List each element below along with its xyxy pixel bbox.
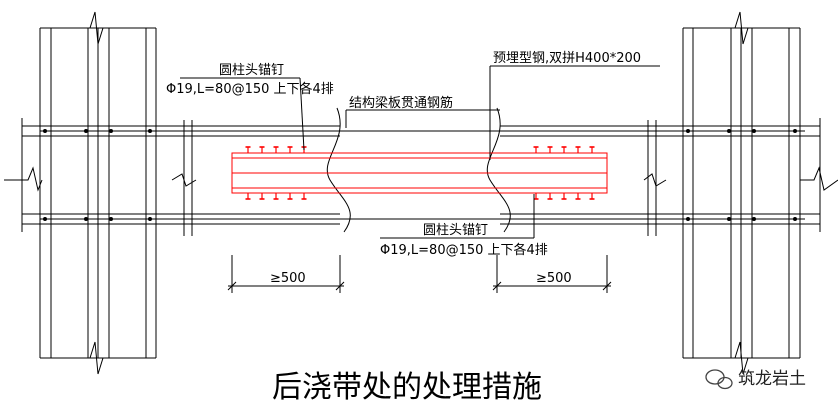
steel-label: 预埋型钢,双拼H400*200 — [493, 51, 641, 66]
dimension-left: ≥500 — [270, 271, 306, 286]
break-marks — [171, 120, 667, 236]
wechat-icon — [705, 369, 733, 390]
rebar-label: 结构梁板贯通钢筋 — [349, 95, 453, 111]
rebar-dots — [43, 129, 797, 221]
watermark: 筑龙岩土 — [705, 369, 806, 390]
left-column — [4, 11, 157, 375]
dimension-lines — [227, 255, 612, 293]
through-rebar — [40, 130, 805, 220]
stud-bottom-name: 圆柱头锚钉 — [423, 223, 488, 238]
embedded-steel-beam — [231, 152, 608, 194]
dimension-right: ≥500 — [536, 271, 572, 286]
diagram-title: 后浇带处的处理措施 — [272, 370, 542, 405]
pour-strip-breaks — [326, 107, 511, 233]
watermark-text: 筑龙岩土 — [738, 369, 806, 389]
leader-lines — [180, 65, 660, 239]
stud-bottom-spec: Φ19,L=80@150 上下各4排 — [380, 242, 548, 258]
stud-top-spec: Φ19,L=80@150 上下各4排 — [166, 81, 334, 97]
stud-top-name: 圆柱头锚钉 — [219, 63, 284, 78]
right-column — [682, 11, 838, 375]
slab-lines — [21, 118, 821, 232]
